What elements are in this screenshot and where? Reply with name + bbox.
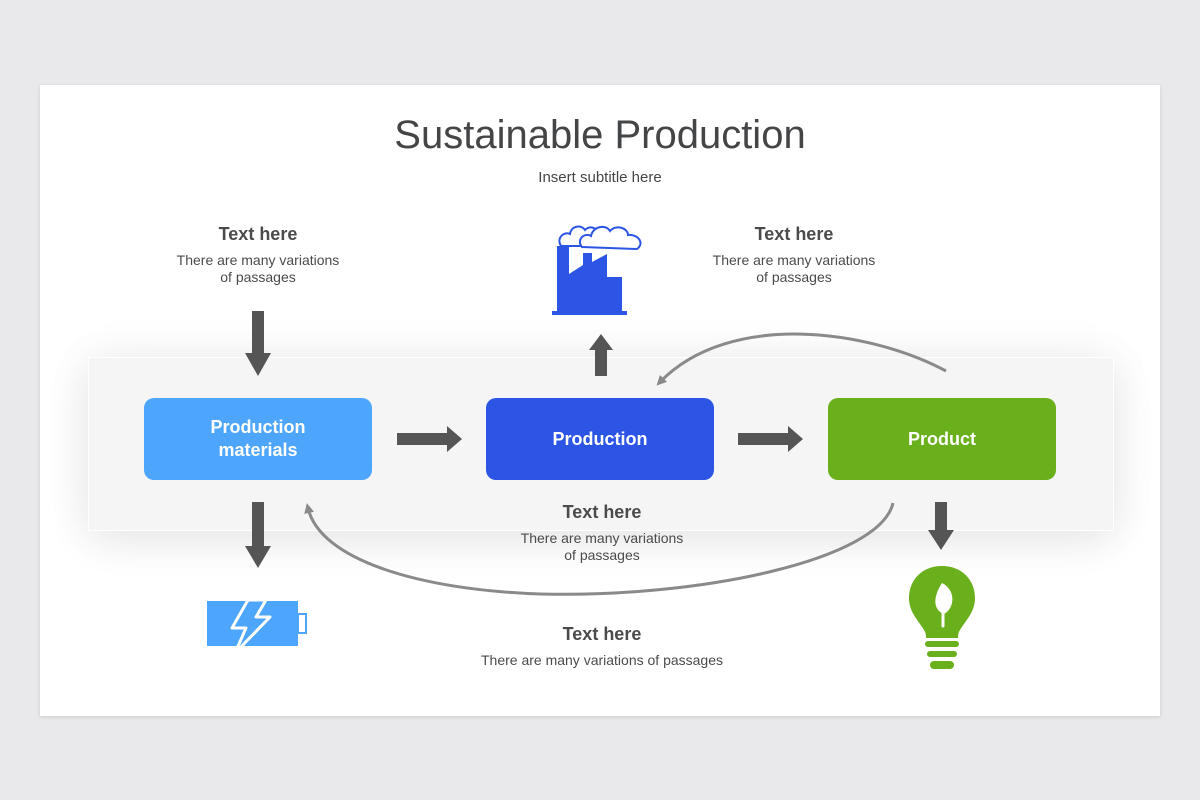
box-label: Production: [552, 428, 648, 449]
arrow-down-to-bulb: [928, 502, 954, 550]
arrow-right-to-production: [397, 426, 462, 452]
battery-charging-icon: [207, 598, 307, 655]
page-subtitle: Insert subtitle here: [538, 169, 662, 186]
curve-arrow-product-to-materials: [304, 502, 895, 596]
text-block-heading: Text here: [754, 224, 834, 244]
text-block-heading: Text here: [562, 624, 642, 644]
arrow-down-to-materials: [245, 311, 271, 376]
box-label: Product: [907, 428, 976, 449]
text-block-body: There are many variations of passages: [520, 530, 684, 563]
box-production: Production: [486, 398, 714, 480]
text-block-body: There are many variations of passages: [480, 652, 723, 668]
arrow-up-to-factory: [589, 334, 613, 376]
box-production-materials: Production materials: [144, 398, 372, 480]
text-block-body: There are many variations of passages: [176, 252, 340, 285]
arrow-down-to-battery: [245, 502, 271, 568]
text-block-heading: Text here: [562, 502, 642, 522]
text-block-bottom: Text here There are many variations of p…: [402, 623, 802, 669]
text-block-top-right: Text here There are many variations of p…: [694, 223, 894, 286]
arrow-right-to-product: [738, 426, 803, 452]
box-product: Product: [828, 398, 1056, 480]
box-label: Production materials: [210, 417, 306, 460]
text-block-body: There are many variations of passages: [712, 252, 876, 285]
text-block-top-left: Text here There are many variations of p…: [158, 223, 358, 286]
curve-arrow-product-to-production: [656, 332, 947, 386]
text-block-heading: Text here: [218, 224, 298, 244]
factory-icon: [552, 225, 642, 315]
eco-lightbulb-icon: [909, 566, 975, 669]
text-block-middle: Text here There are many variations of p…: [502, 501, 702, 564]
page-title: Sustainable Production: [394, 113, 806, 157]
